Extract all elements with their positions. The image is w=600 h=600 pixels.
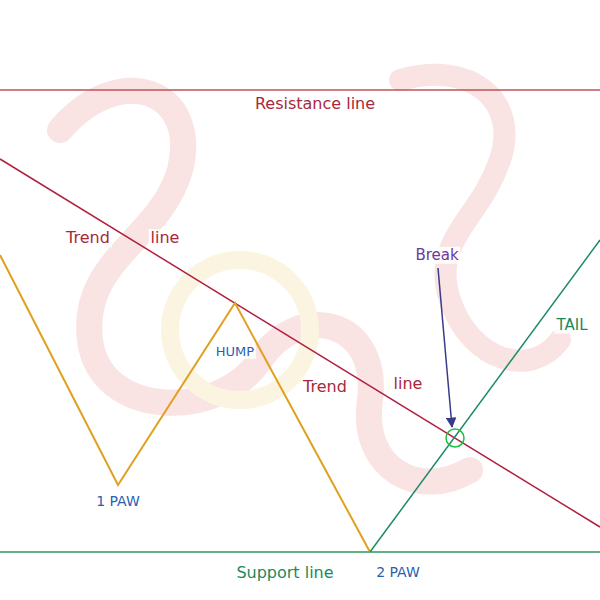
chart-label: Trend	[64, 229, 112, 247]
chart-label: 1 PAW	[94, 494, 142, 509]
chart-label: TAIL	[554, 317, 589, 334]
chart-label: Break	[413, 247, 460, 264]
break-circle	[446, 429, 464, 447]
price-zigzag	[0, 255, 370, 552]
dragon-watermark	[60, 75, 560, 482]
trend-line	[0, 159, 600, 527]
tail-line	[370, 240, 600, 552]
chart-label: 2 PAW	[374, 565, 422, 580]
chart-label: Trend	[301, 378, 349, 396]
chart-label: line	[149, 229, 182, 247]
chart-label: HUMP	[214, 345, 256, 359]
resistance-line	[0, 89, 600, 91]
support-line	[0, 551, 600, 553]
chart-label: line	[392, 375, 425, 393]
chart-label: Resistance line	[253, 95, 377, 113]
break-arrow	[438, 268, 452, 427]
chart-label: Support line	[234, 564, 335, 582]
